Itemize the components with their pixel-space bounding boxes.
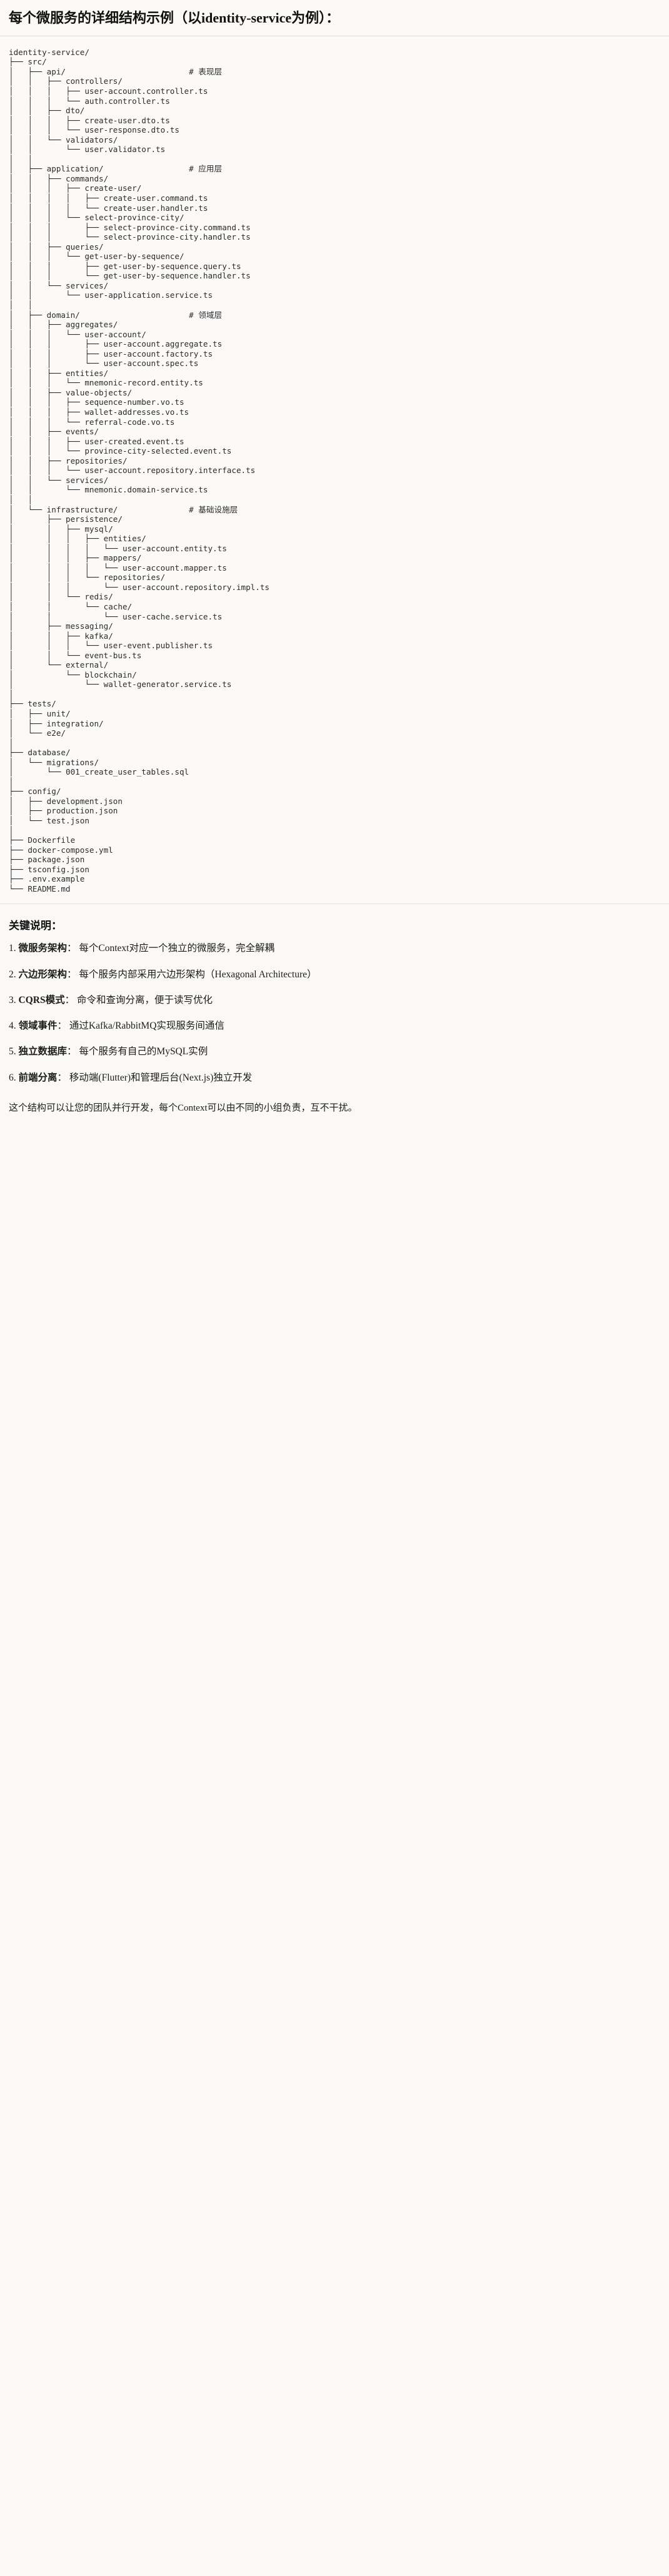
page-title: 每个微服务的详细结构示例（以identity-service为例）：	[9, 10, 340, 26]
note-term: 领域事件	[18, 1021, 58, 1032]
note-term: CQRS模式	[18, 994, 65, 1005]
directory-tree-block: identity-service/ ├── src/ │ ├── api/ # …	[0, 36, 669, 904]
note-description: 每个服务有自己的MySQL实例	[79, 1046, 208, 1057]
directory-tree: identity-service/ ├── src/ │ ├── api/ # …	[9, 47, 270, 893]
note-item: 6. 前端分离： 移动端(Flutter)和管理后台(Next.js)独立开发	[9, 1071, 660, 1085]
note-description: 移动端(Flutter)和管理后台(Next.js)独立开发	[69, 1072, 253, 1083]
note-term: 前端分离	[18, 1072, 58, 1083]
note-item: 1. 微服务架构： 每个Context对应一个独立的微服务，完全解耦	[9, 941, 660, 955]
note-separator: ：	[57, 1072, 68, 1083]
note-description: 通过Kafka/RabbitMQ实现服务间通信	[69, 1021, 224, 1032]
note-separator: ：	[67, 969, 77, 980]
note-item: 3. CQRS模式： 命令和查询分离，便于读写优化	[9, 993, 660, 1007]
note-term: 独立数据库	[18, 1046, 68, 1057]
note-term: 微服务架构	[18, 943, 68, 954]
note-description: 每个服务内部采用六边形架构（Hexagonal Architecture）	[79, 969, 317, 980]
note-number: 4.	[9, 1021, 16, 1032]
document-page: 每个微服务的详细结构示例（以identity-service为例）： ident…	[0, 0, 669, 1131]
key-notes-heading: 关键说明：	[9, 920, 62, 932]
key-notes-section: 关键说明： 1. 微服务架构： 每个Context对应一个独立的微服务，完全解耦…	[0, 904, 669, 1131]
note-number: 5.	[9, 1046, 16, 1057]
note-separator: ：	[67, 943, 77, 954]
note-item: 2. 六边形架构： 每个服务内部采用六边形架构（Hexagonal Archit…	[9, 967, 660, 982]
note-number: 3.	[9, 994, 16, 1005]
closing-paragraph: 这个结构可以让您的团队并行开发，每个Context可以由不同的小组负责，互不干扰…	[9, 1102, 358, 1113]
note-term: 六边形架构	[18, 969, 68, 980]
note-item: 4. 领域事件： 通过Kafka/RabbitMQ实现服务间通信	[9, 1019, 660, 1033]
note-number: 2.	[9, 969, 16, 980]
note-number: 1.	[9, 943, 16, 954]
note-separator: ：	[57, 1021, 68, 1032]
note-item: 5. 独立数据库： 每个服务有自己的MySQL实例	[9, 1044, 660, 1059]
note-separator: ：	[67, 1046, 77, 1057]
note-separator: ：	[64, 994, 75, 1005]
note-description: 命令和查询分离，便于读写优化	[76, 994, 213, 1005]
note-description: 每个Context对应一个独立的微服务，完全解耦	[79, 943, 274, 954]
note-number: 6.	[9, 1072, 16, 1083]
